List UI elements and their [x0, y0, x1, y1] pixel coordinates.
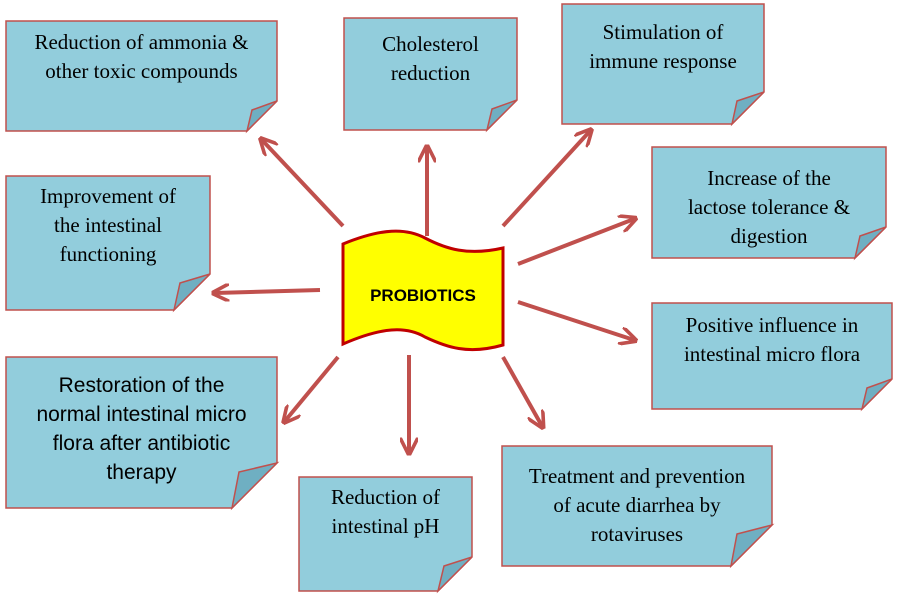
probiotics-label: PROBIOTICS: [370, 286, 476, 305]
arrow-to-micro-flora: [517, 300, 634, 340]
arrow-to-intestinal-functioning: [215, 290, 321, 293]
benefit-note-micro-flora: Positive influence in intestinal micro f…: [651, 302, 893, 412]
arrow-to-ammonia: [262, 140, 345, 228]
note-shape: [5, 175, 211, 313]
note-shape: [561, 3, 765, 127]
note-shape: [651, 302, 893, 412]
benefit-text-immune: Stimulation of immune response: [589, 20, 737, 73]
benefit-text-ph: Reduction of intestinal pH: [330, 485, 441, 538]
benefit-text-micro-flora: Positive influence in intestinal micro f…: [683, 313, 861, 366]
note-shape: [298, 476, 473, 594]
arrow-to-restoration: [285, 355, 340, 421]
benefit-note-ammonia: Reduction of ammonia & other toxic compo…: [5, 20, 278, 134]
benefit-note-diarrhea: Treatment and prevention of acute diarrh…: [501, 445, 775, 569]
note-shape: [343, 17, 518, 133]
benefit-text-diarrhea: Treatment and prevention of acute diarrh…: [528, 464, 746, 546]
note-shape: [5, 356, 280, 511]
note-shape: [501, 445, 775, 569]
benefit-note-immune: Stimulation of immune response: [561, 3, 765, 127]
benefit-note-lactose: Increase of the lactose tolerance & dige…: [651, 146, 887, 261]
arrow-to-diarrhea: [501, 356, 542, 426]
note-shape: [5, 20, 278, 134]
benefit-text-ammonia: Reduction of ammonia & other toxic compo…: [34, 30, 249, 83]
benefit-note-restoration: Restoration of the normal intestinal mic…: [5, 356, 280, 511]
arrow-to-immune: [501, 131, 590, 228]
benefit-text-intestinal-functioning: Improvement of the intestinal functionin…: [40, 184, 176, 266]
note-shape: [651, 146, 887, 261]
benefit-note-intestinal-functioning: Improvement of the intestinal functionin…: [5, 175, 211, 313]
benefit-text-cholesterol: Cholesterol reduction: [382, 32, 479, 85]
benefit-note-ph: Reduction of intestinal pH: [298, 476, 473, 594]
arrow-to-lactose: [517, 219, 634, 266]
benefit-text-restoration: Restoration of the normal intestinal mic…: [36, 374, 247, 484]
benefit-note-cholesterol: Cholesterol reduction: [343, 17, 518, 133]
benefit-text-lactose: Increase of the lactose tolerance & dige…: [687, 166, 851, 248]
